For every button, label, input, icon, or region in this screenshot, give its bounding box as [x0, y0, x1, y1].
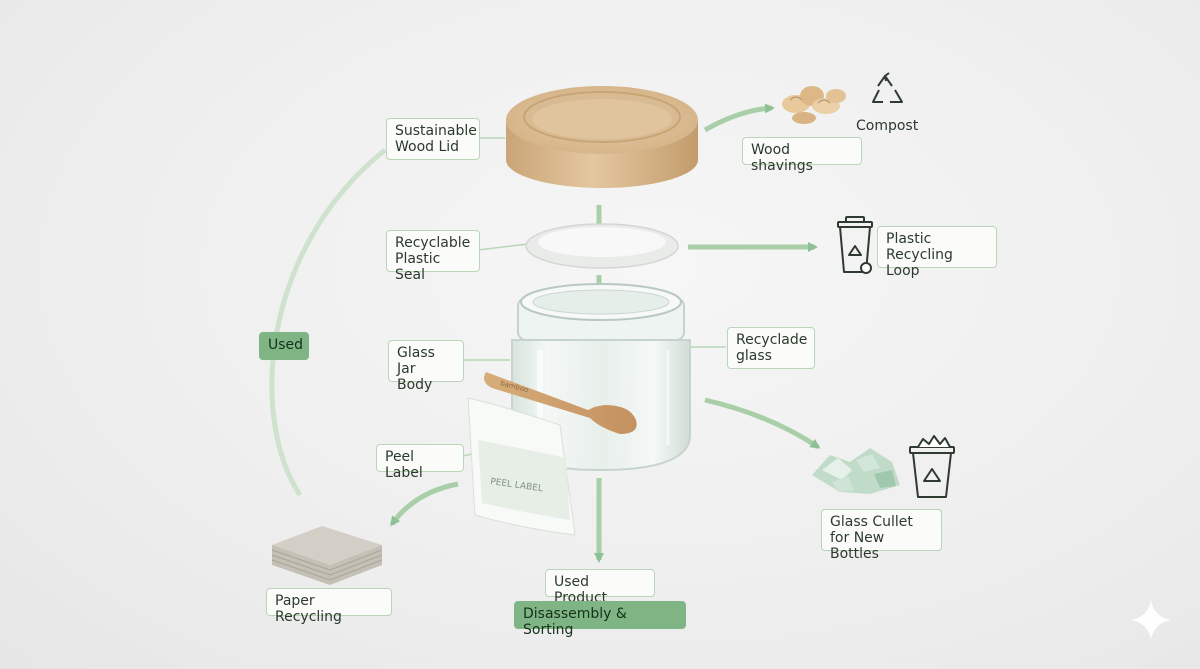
recycle-bin-icon: [837, 216, 873, 274]
label-used: Used: [259, 332, 309, 360]
label-recyclade-glass: Recyclade glass: [727, 327, 815, 369]
arrow-jar-to-cullet: [704, 397, 821, 450]
label-paper-recycling: Paper Recycling: [266, 588, 392, 625]
label-used-product: Used Product: [545, 569, 655, 606]
glass-cullet-image: [812, 448, 900, 494]
wood-lid: [506, 86, 698, 188]
label-disassembly-sorting: Disassembly & Sorting: [514, 601, 686, 638]
glass-recycle-bin-icon: [909, 435, 955, 498]
sparkle-watermark-icon: [1131, 600, 1171, 640]
plastic-seal: [525, 223, 679, 269]
label-glass-cullet: Glass Cullet for New Bottles: [821, 509, 942, 562]
label-wood-shavings: Wood shavings: [742, 137, 862, 174]
arrow-lid-to-compost: [703, 103, 775, 133]
label-glass-jar-body: Glass Jar Body: [388, 340, 464, 393]
label-peel-label: Peel Label: [376, 444, 464, 481]
recycle-icon: [872, 72, 903, 103]
label-recyclable-plastic-seal: Recyclable Plastic Seal: [386, 230, 480, 283]
seal-connector: [477, 243, 529, 251]
arrow-label-to-paper: [389, 481, 459, 527]
label-plastic-recycling-loop: Plastic Recycling Loop: [877, 226, 997, 279]
peel-label-card: PEEL LABEL: [467, 397, 576, 536]
used-loop-arc: [269, 148, 387, 497]
label-compost: Compost: [856, 118, 919, 134]
wood-shavings-image: [782, 86, 846, 124]
label-sustainable-wood-lid: Sustainable Wood Lid: [386, 118, 480, 160]
paper-stack-image: [271, 526, 383, 585]
